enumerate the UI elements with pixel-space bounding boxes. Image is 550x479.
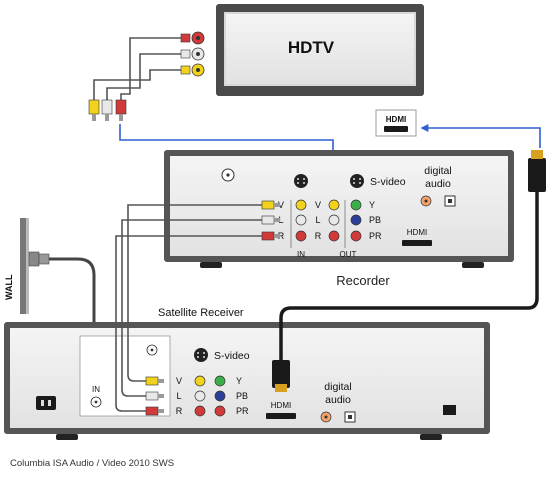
hdtv: HDTV [216, 4, 424, 96]
hdmi-plugs [272, 150, 546, 392]
receiver-left-jack [194, 390, 206, 402]
receiver-component-y-jack [214, 375, 226, 387]
tv-rca-cable [93, 37, 190, 100]
recorder-svideo-port [294, 174, 308, 188]
receiver-component-pr-label: PR [236, 406, 249, 416]
recorder-out-row-v: V [315, 200, 321, 210]
receiver-to-recorder-rca-plugs [145, 200, 280, 416]
receiver-component-pb-jack [214, 390, 226, 402]
satellite-receiver: Satellite Receiver IN S-video V L R Y PB… [4, 307, 490, 440]
recorder-in-right-jack [295, 230, 307, 242]
recorder-svideo-label: S-video [370, 176, 406, 188]
tv-rca-jacks [191, 31, 205, 77]
hdmi-signal-arrow [420, 124, 541, 148]
recorder: Recorder S-video IN OUT V L R V L R [164, 150, 514, 288]
receiver-to-recorder-rca-cable [115, 204, 270, 412]
recorder-component-y-jack [350, 199, 362, 211]
recorder-in-row-v: V [278, 200, 284, 210]
receiver-video-jack [194, 375, 206, 387]
tv-rca-plugs [88, 33, 191, 121]
recorder-in-row-r: R [278, 231, 285, 241]
recorder-hdmi-label: HDMI [407, 228, 427, 237]
recorder-in-left-jack [295, 214, 307, 226]
recorder-out-label: OUT [340, 250, 357, 259]
recorder-in-row-l: L [278, 215, 283, 225]
receiver-svideo-label: S-video [214, 350, 250, 362]
receiver-hdmi-label: HDMI [271, 401, 291, 410]
tv-hdmi-port: HDMI [375, 109, 417, 137]
receiver-power-port [36, 396, 56, 410]
recorder-digital-audio-label-2: audio [425, 178, 451, 190]
receiver-digital-audio-label-2: audio [325, 394, 351, 406]
hdtv-label: HDTV [288, 38, 335, 57]
recorder-component-pr-label: PR [369, 231, 382, 241]
recorder-svideo-port-2 [350, 174, 364, 188]
recorder-component-pr-jack [350, 230, 362, 242]
tv-hdmi-label: HDMI [386, 115, 406, 124]
receiver-right-jack [194, 405, 206, 417]
receiver-name: Satellite Receiver [158, 307, 244, 319]
wall-coax-outlet [28, 251, 40, 267]
receiver-in-label: IN [92, 385, 100, 394]
hdmi-cable [279, 190, 539, 365]
receiver-component-y-label: Y [236, 376, 242, 386]
receiver-row-v: V [176, 376, 182, 386]
recorder-component-pb-label: PB [369, 215, 381, 225]
recorder-out-left-jack [328, 214, 340, 226]
recorder-out-right-jack [328, 230, 340, 242]
recorder-component-y-label: Y [369, 200, 375, 210]
receiver-ethernet-port [443, 405, 456, 415]
wall-label: WALL [4, 274, 14, 300]
receiver-row-r: R [176, 406, 183, 416]
recorder-in-video-jack [295, 199, 307, 211]
recorder-hdmi-port [402, 240, 432, 246]
recorder-component-pb-jack [350, 214, 362, 226]
recorder-out-row-l: L [315, 215, 320, 225]
recorder-in-label: IN [297, 250, 305, 259]
receiver-hdmi-port [266, 413, 296, 419]
coax-cable [49, 257, 96, 355]
receiver-component-pb-label: PB [236, 391, 248, 401]
recorder-name: Recorder [336, 273, 390, 288]
recorder-digital-audio-label-1: digital [424, 165, 451, 177]
receiver-digital-audio-label-1: digital [324, 381, 351, 393]
receiver-row-l: L [176, 391, 181, 401]
receiver-component-pr-jack [214, 405, 226, 417]
receiver-svideo-port [194, 348, 208, 362]
recorder-out-video-jack [328, 199, 340, 211]
credit-text: Columbia ISA Audio / Video 2010 SWS [10, 458, 174, 469]
wall: WALL [4, 218, 50, 314]
recorder-out-row-r: R [315, 231, 322, 241]
